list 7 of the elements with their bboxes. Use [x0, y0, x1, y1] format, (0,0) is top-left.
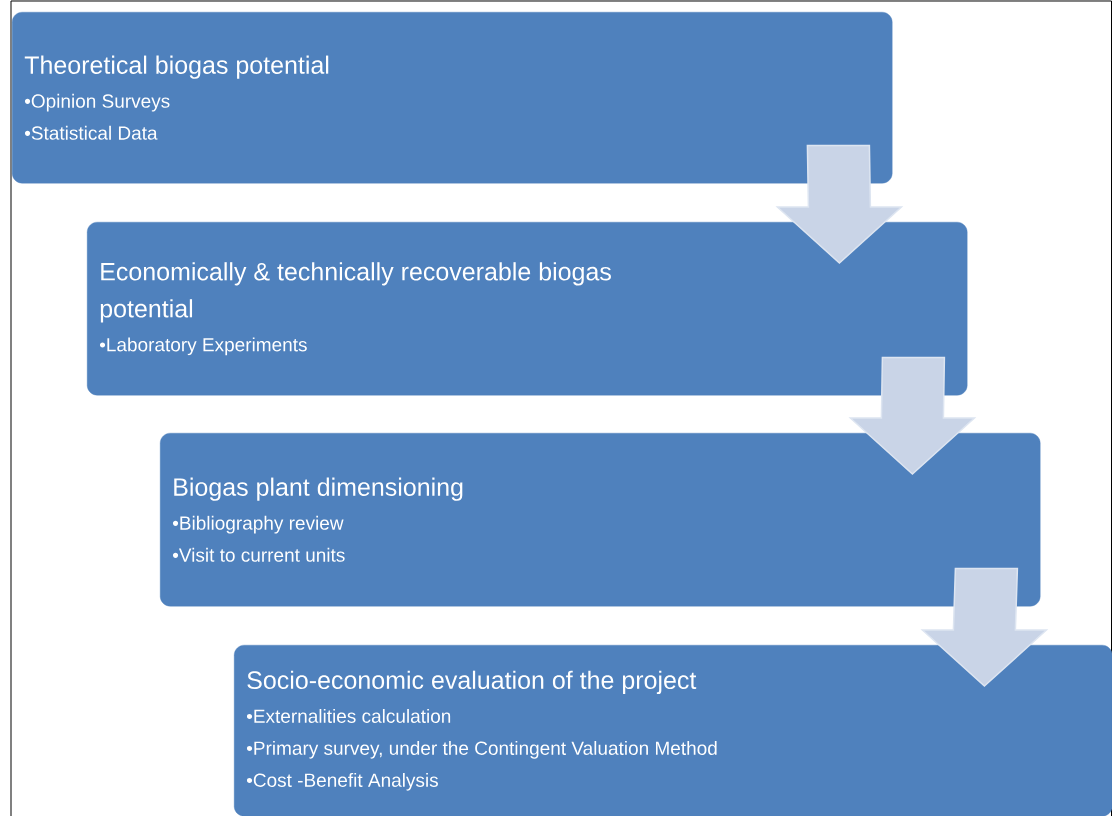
process-box: Economically & technically recoverable biogas potential •Laboratory Experiments: [87, 222, 968, 396]
process-box: Biogas plant dimensioning •Bibliography review •Visit to current units: [160, 433, 1041, 607]
block-arrow: [775, 144, 904, 264]
process-box: Socio-economic evaluation of the project •Externalities calculation •Primary survey, under the Contingent Valuation Method •Cost -Benefit Analysis: [234, 644, 1112, 816]
block-arrow: [848, 356, 977, 475]
process-box: Theoretical biogas potential •Opinion Surveys •Statistical Data: [12, 12, 893, 184]
block-arrow: [920, 567, 1049, 687]
